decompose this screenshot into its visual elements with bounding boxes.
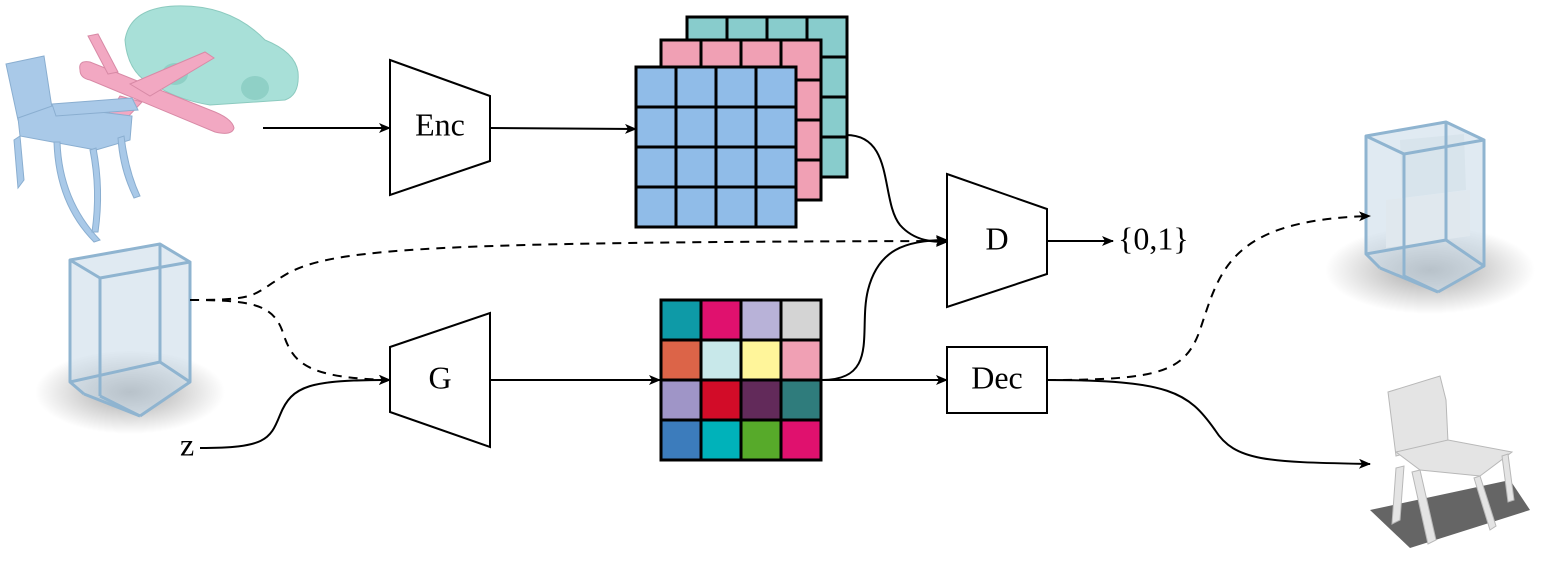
arrow-decoder-to-chair-output [1046, 379, 1371, 469]
generated-cell-r4-c4 [779, 418, 823, 462]
chair-shape [5, 55, 141, 243]
noise-label: z [180, 426, 194, 462]
generated-cell-r2-c3 [739, 338, 783, 382]
encoder-label: Enc [415, 106, 465, 142]
arrow-latent-to-discriminator [845, 134, 948, 247]
latent-front-cell-r3-c1 [634, 145, 678, 189]
latent-back-cell-r1-c4 [805, 15, 849, 59]
output-bounding-box-image [1325, 120, 1535, 314]
arrow-grid-to-discriminator [821, 235, 948, 381]
generated-cell-r3-c2 [699, 378, 743, 422]
generated-cell-r2-c2 [699, 338, 743, 382]
latent-front-cell-r2-c1 [634, 105, 678, 149]
generated-cell-r1-c2 [699, 298, 743, 342]
generated-cell-r3-c1 [659, 378, 703, 422]
latent-front-cell-r2-c3 [714, 105, 758, 149]
latent-front-cell-r4-c1 [634, 185, 678, 229]
latent-front-cell-r1-c2 [674, 65, 718, 109]
arrow-encoder-to-latent [489, 123, 637, 134]
latent-front-cell-r4-c4 [754, 185, 798, 229]
latent-grid-stack [634, 15, 849, 229]
latent-grid-front [634, 65, 798, 229]
latent-front-cell-r4-c2 [674, 185, 718, 229]
generated-cell-r1-c4 [779, 298, 823, 342]
encoder-block: Enc [389, 58, 491, 197]
input-shapes-image [5, 5, 299, 243]
discriminator-output-label: {0,1} [1118, 220, 1189, 256]
generated-cell-r4-c3 [739, 418, 783, 462]
generated-cell-r3-c3 [739, 378, 783, 422]
generator-block: G [389, 311, 491, 449]
input-bounding-box-image [35, 242, 225, 434]
latent-front-cell-r4-c3 [714, 185, 758, 229]
arrow-noise-to-generator [199, 375, 391, 449]
dashed-arrow-bbox-to-generator [189, 299, 391, 385]
decoder-block: Dec [946, 346, 1048, 414]
latent-front-cell-r1-c1 [634, 65, 678, 109]
output-chair-image [1370, 375, 1530, 548]
generated-cell-r1-c1 [659, 298, 703, 342]
generated-cell-r2-c1 [659, 338, 703, 382]
generated-latent-grid [659, 298, 823, 462]
generated-cell-r1-c3 [739, 298, 783, 342]
latent-front-cell-r2-c2 [674, 105, 718, 149]
dashed-arrow-bbox-to-discriminator [189, 236, 948, 301]
latent-front-cell-r3-c4 [754, 145, 798, 189]
decoder-label: Dec [971, 359, 1023, 395]
discriminator-label: D [985, 220, 1008, 256]
latent-front-cell-r3-c2 [674, 145, 718, 189]
generated-cell-r4-c2 [699, 418, 743, 462]
generated-cell-r4-c1 [659, 418, 703, 462]
generator-label: G [428, 359, 451, 395]
latent-front-cell-r3-c3 [714, 145, 758, 189]
latent-front-cell-r1-c4 [754, 65, 798, 109]
generated-cell-r2-c4 [779, 338, 823, 382]
generated-cell-r3-c4 [779, 378, 823, 422]
latent-front-cell-r1-c3 [714, 65, 758, 109]
discriminator-block: D [946, 172, 1048, 309]
latent-front-cell-r2-c4 [754, 105, 798, 149]
dashed-arrow-decoder-to-bbox-output [1046, 211, 1371, 381]
